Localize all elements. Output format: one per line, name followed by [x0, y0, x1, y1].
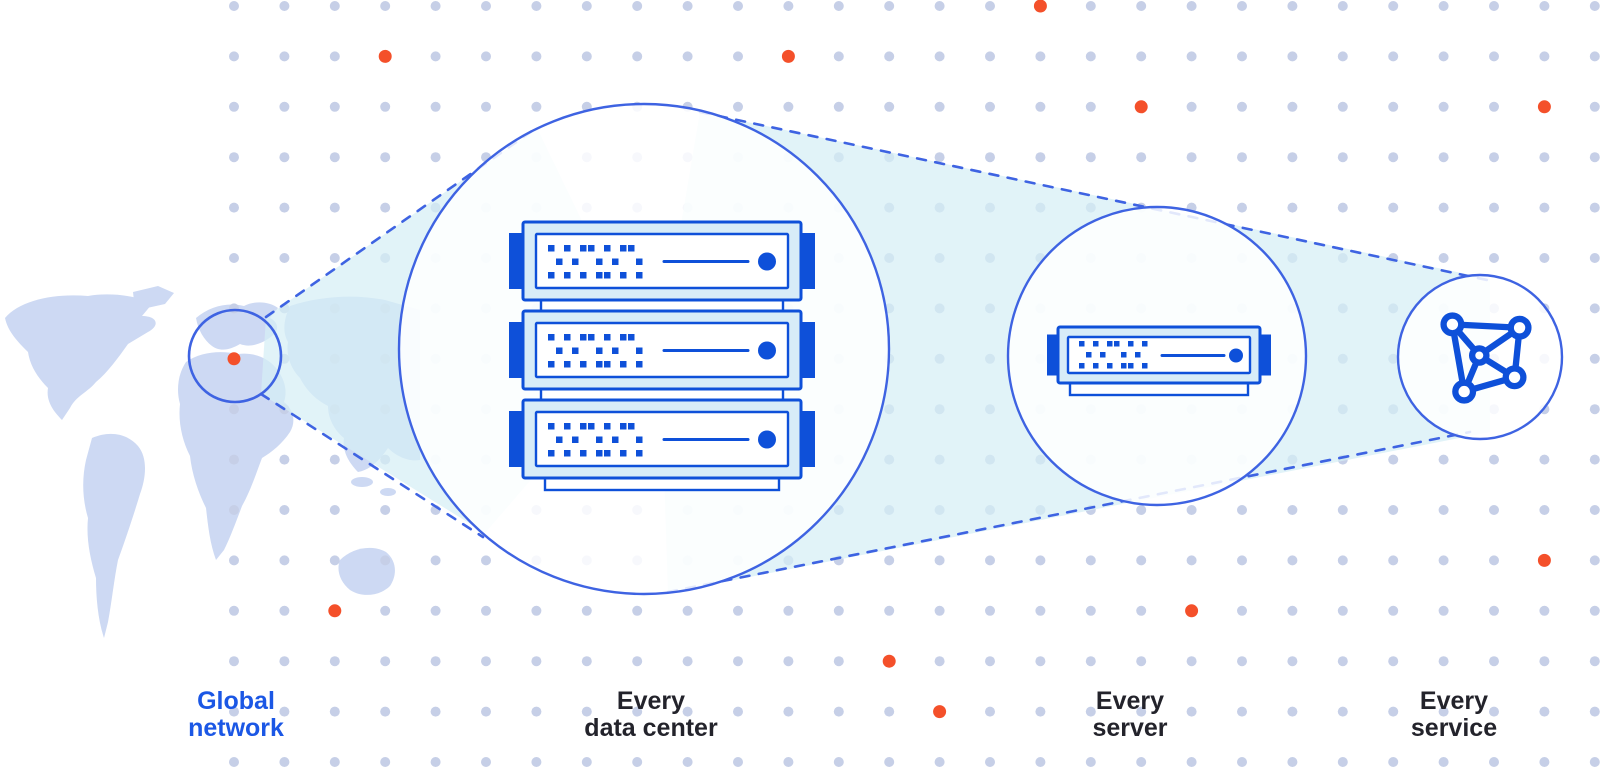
caption-every-data-center: Every data center	[584, 687, 718, 742]
dashed-connectors	[259, 110, 1489, 594]
orange-dot	[328, 604, 342, 618]
caption-every-service: Every service	[1410, 687, 1498, 742]
orange-dot	[781, 49, 795, 63]
map-highlight-circle	[187, 308, 283, 404]
south-america-landmass	[83, 433, 145, 638]
orange-dots	[227, 0, 1551, 719]
orange-dot	[1185, 604, 1199, 618]
single-server-illustration	[1047, 325, 1271, 397]
mesh-network-icon	[1440, 312, 1532, 404]
caption-every-server: Every server	[1092, 687, 1168, 742]
dashed-connector-right-top	[698, 110, 1489, 282]
orange-dot	[1537, 553, 1551, 567]
server-rack-illustration	[509, 220, 815, 492]
caption-global-network: Global network	[188, 687, 284, 742]
indonesia-landmass	[351, 477, 373, 487]
orange-dot	[227, 352, 241, 366]
indonesia-landmass-2	[380, 488, 396, 496]
dashed-connector-right-bottom	[666, 430, 1472, 594]
orange-dot	[1033, 0, 1047, 13]
orange-dot	[882, 654, 896, 668]
orange-dot	[1537, 100, 1551, 114]
dashed-connector-left-bottom	[259, 392, 485, 539]
orange-dot	[933, 705, 947, 719]
orange-dot	[1134, 100, 1148, 114]
dashed-connector-left-top	[264, 127, 537, 319]
orange-dot	[378, 49, 392, 63]
australia-landmass	[338, 547, 395, 595]
north-america-landmass	[5, 294, 156, 420]
